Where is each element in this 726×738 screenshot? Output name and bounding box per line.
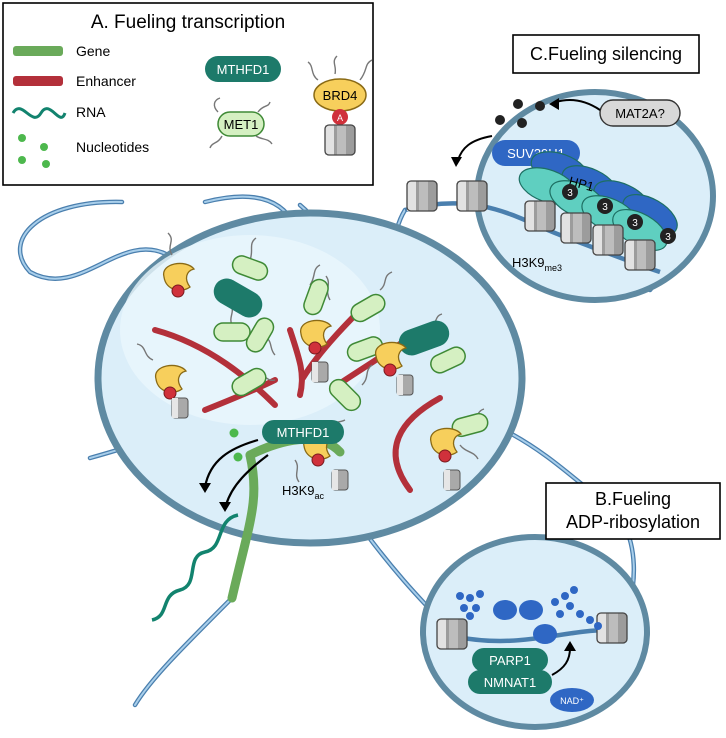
panel-c-title: C.Fueling silencing <box>530 44 682 64</box>
mat2a-label: MAT2A? <box>615 106 665 121</box>
parp1-protein <box>472 648 548 672</box>
nad-molecules <box>493 600 557 644</box>
suv39h1-arrow-head <box>451 157 462 167</box>
me3-mark-labels: 3 3 3 3 <box>567 188 671 243</box>
gene-legend-label: Gene <box>76 43 110 59</box>
h3k9me3-label: H3K9me3 <box>512 255 562 273</box>
enhancer-legend-label: Enhancer <box>76 73 136 89</box>
mthfd1-nucleus-label: MTHFD1 <box>277 425 330 440</box>
met1-legend-protein <box>217 111 265 137</box>
panel-a-box <box>2 2 374 186</box>
svg-text:3: 3 <box>567 188 573 199</box>
panel-a-title: A. Fueling transcription <box>91 12 285 33</box>
nmnat1-arrow-head <box>564 641 576 651</box>
nucleotides-in-nucleus <box>229 428 243 462</box>
rna-legend-swatch <box>11 107 67 119</box>
panel-b-box <box>545 482 721 540</box>
mat2a-arrow-head <box>549 98 559 110</box>
acetyl-mark-label: A <box>337 113 343 123</box>
gene-strand <box>227 450 259 603</box>
parp-nucleosome-left <box>436 618 468 650</box>
nmnat1-label: NMNAT1 <box>484 675 536 690</box>
mthfd1-nucleus-protein <box>262 420 344 444</box>
svg-text:3: 3 <box>665 232 671 243</box>
nucleotides-legend-label: Nucleotides <box>76 139 149 155</box>
panel-b-title-line1: B.Fueling <box>595 489 671 509</box>
parp-nucleosome-right <box>596 612 628 644</box>
met1-legend-tails <box>209 97 273 149</box>
mat2a-protein <box>599 99 681 127</box>
transcription-arrows <box>203 438 269 506</box>
nucleotides-legend-swatch <box>18 134 50 168</box>
brd4-legend-label: BRD4 <box>323 88 358 103</box>
nmnat1-protein <box>468 670 552 694</box>
mthfd1-nucleus-blob-2 <box>398 320 450 356</box>
legend-nucleosome-icon <box>324 124 356 156</box>
svg-text:3: 3 <box>632 218 638 229</box>
mthfd1-legend-protein <box>205 56 281 82</box>
sam-dots <box>495 99 545 128</box>
enhancer-legend-swatch <box>13 76 63 86</box>
panel-b-title-line2: ADP-ribosylation <box>566 512 700 532</box>
parp1-label: PARP1 <box>489 653 531 668</box>
arrow-heads <box>199 483 231 512</box>
gene-legend-swatch <box>13 46 63 56</box>
nad-plus-label: NAD⁺ <box>560 696 584 706</box>
mthfd1-nucleus-blob-1 <box>213 278 263 318</box>
mat2a-arrow <box>555 99 601 111</box>
brd4-legend-tails <box>307 55 373 81</box>
me3-marks <box>562 184 676 244</box>
rna-legend-label: RNA <box>76 104 106 120</box>
nad-plus-molecule <box>550 688 594 712</box>
h3k9ac-label: H3K9ac <box>282 483 325 501</box>
met1-legend-label: MET1 <box>224 117 259 132</box>
mthfd1-legend-label: MTHFD1 <box>217 62 270 77</box>
acetyl-mark-icon <box>332 109 348 125</box>
par-chain-right <box>551 586 602 630</box>
panel-c-box <box>512 34 700 74</box>
svg-text:3: 3 <box>602 202 608 213</box>
par-chain-left <box>456 590 484 620</box>
rna-transcript <box>151 513 239 622</box>
